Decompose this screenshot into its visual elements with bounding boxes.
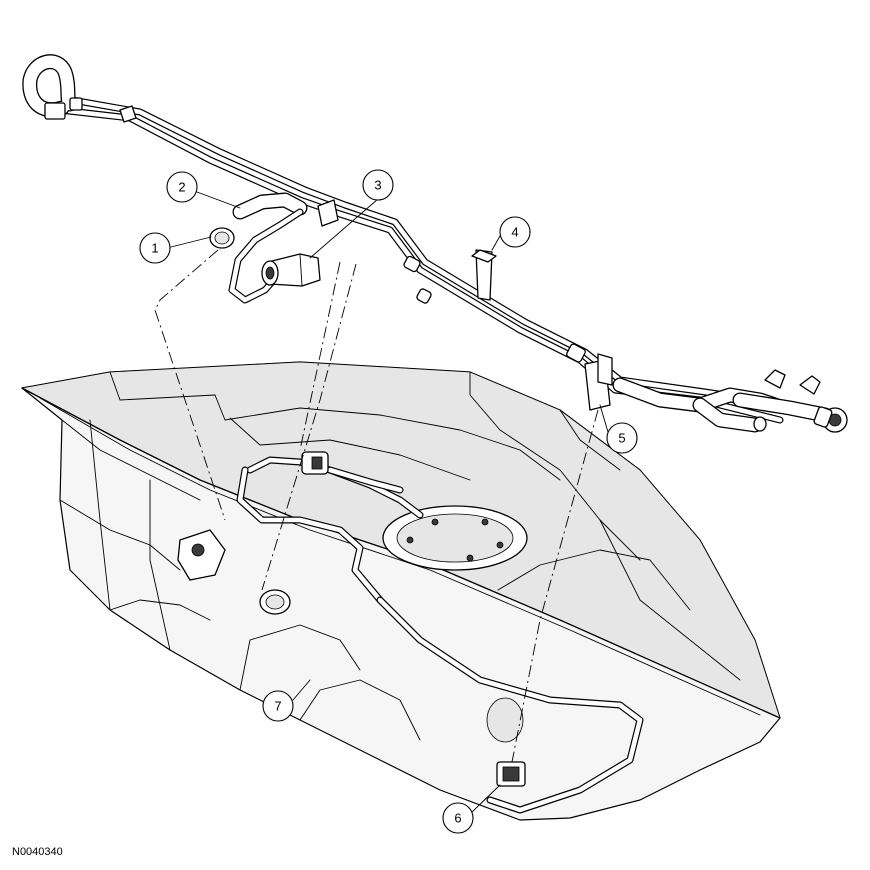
alignment-lines [154, 249, 599, 763]
svg-text:3: 3 [374, 178, 381, 193]
svg-text:1: 1 [151, 241, 158, 256]
line-bracket [584, 353, 613, 411]
callout-5: 5 [606, 422, 638, 454]
svg-text:4: 4 [511, 225, 518, 240]
svg-text:5: 5 [618, 431, 625, 446]
callout-7: 7 [262, 690, 294, 722]
callout-2: 2 [166, 171, 198, 203]
grommet [209, 227, 235, 249]
callout-1: 1 [139, 232, 171, 264]
callout-6: 6 [442, 802, 474, 834]
vapor-valve [261, 253, 321, 287]
callout-4: 4 [499, 216, 531, 248]
line-clip [471, 249, 497, 301]
fuel-tank [21, 361, 781, 821]
figure-reference-code: N0040340 [12, 846, 63, 858]
svg-text:6: 6 [454, 811, 461, 826]
svg-text:7: 7 [274, 699, 281, 714]
svg-text:2: 2 [178, 180, 185, 195]
callout-3: 3 [362, 169, 394, 201]
fuel-vapor-line-assembly [22, 54, 848, 433]
leader-lines [170, 191, 609, 813]
